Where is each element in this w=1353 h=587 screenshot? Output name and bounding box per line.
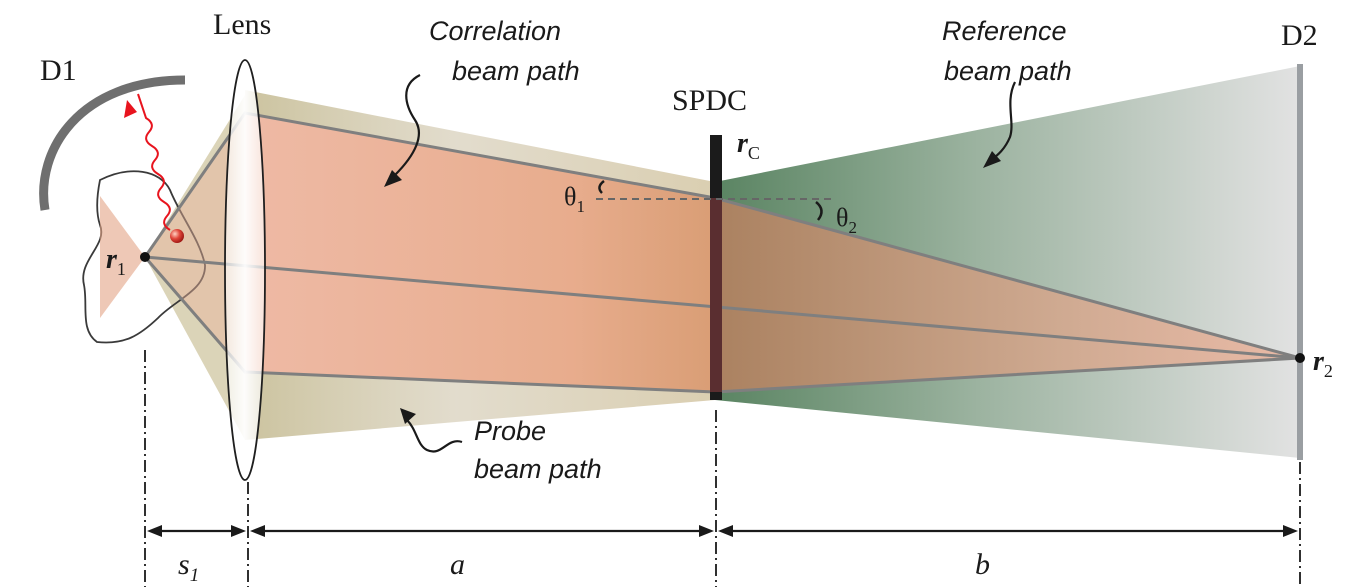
theta1-arc bbox=[598, 180, 605, 194]
wavy-arrow-icon bbox=[124, 93, 171, 231]
dimension-lines bbox=[144, 350, 1301, 587]
label-lens: Lens bbox=[213, 8, 271, 41]
theta2-arc bbox=[815, 201, 823, 221]
lens bbox=[224, 59, 266, 481]
leader-arrows bbox=[394, 74, 1016, 453]
label-theta2: θ2 bbox=[836, 203, 857, 237]
label-d2: D2 bbox=[1281, 19, 1318, 52]
label-reference-1: Reference bbox=[942, 16, 1067, 46]
label-r2: r2 bbox=[1313, 346, 1333, 381]
correlation-beam bbox=[245, 113, 1300, 392]
label-reference-2: beam path bbox=[944, 56, 1072, 86]
label-d1: D1 bbox=[40, 54, 77, 87]
label-probe-2: beam path bbox=[474, 454, 602, 484]
label-correlation-2: beam path bbox=[452, 56, 580, 86]
label-rc: rC bbox=[737, 128, 760, 163]
point-r2 bbox=[1295, 353, 1305, 363]
spdc-crystal bbox=[710, 135, 722, 400]
object-cross bbox=[100, 113, 245, 372]
dimension-a: a bbox=[450, 548, 465, 581]
dimension-b: b bbox=[975, 548, 990, 581]
label-probe-1: Probe bbox=[474, 416, 546, 446]
label-spdc: SPDC bbox=[672, 84, 747, 117]
dimension-arrowheads bbox=[147, 525, 1298, 537]
label-correlation-1: Correlation bbox=[429, 16, 561, 46]
dimension-s1: s1 bbox=[178, 548, 199, 586]
ray-lines bbox=[143, 111, 1301, 394]
detector-d2 bbox=[1297, 64, 1303, 460]
detector-d1 bbox=[39, 75, 186, 211]
leader-arrowheads bbox=[384, 151, 1001, 424]
label-theta1: θ1 bbox=[564, 182, 585, 216]
point-r1 bbox=[140, 252, 150, 262]
sphere-icon bbox=[170, 229, 184, 243]
label-r1: r1 bbox=[106, 244, 126, 279]
